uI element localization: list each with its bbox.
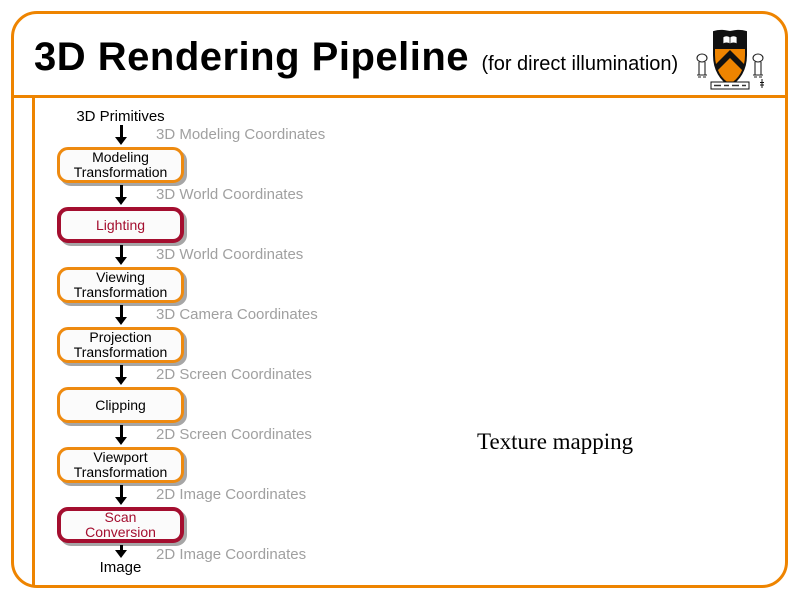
arrow-down-icon <box>115 137 127 145</box>
hash-mark <box>760 79 764 88</box>
left-accent-line <box>32 97 35 587</box>
tiger-supporter-left <box>696 53 708 78</box>
pipeline-source-label: 3D Primitives <box>76 108 165 125</box>
flow-arrow <box>115 185 127 205</box>
flow-arrow <box>115 485 127 505</box>
stage-box-scan-conversion: Scan Conversion <box>57 507 184 543</box>
page-title: 3D Rendering Pipeline <box>34 35 470 79</box>
coords-label: 3D World Coordinates <box>156 246 304 263</box>
flow-arrow <box>115 365 127 385</box>
stage-box-projection-transformation: Projection Transformation <box>57 327 184 363</box>
arrow-down-icon <box>115 377 127 385</box>
coords-label: 3D World Coordinates <box>156 186 304 203</box>
slide-header: 3D Rendering Pipeline (for direct illumi… <box>34 35 684 88</box>
arrow-down-icon <box>115 437 127 445</box>
coords-label: 2D Image Coordinates <box>156 486 307 503</box>
coords-label: 2D Screen Coordinates <box>156 426 312 443</box>
coords-label: 3D Camera Coordinates <box>156 306 318 323</box>
flow-arrow <box>115 125 127 145</box>
stage-box-lighting: Lighting <box>57 207 184 243</box>
stage-box-viewing-transformation: Viewing Transformation <box>57 267 184 303</box>
coords-label: 2D Image Coordinates <box>156 546 307 563</box>
coords-label: 2D Screen Coordinates <box>156 366 312 383</box>
flow-arrow <box>115 305 127 325</box>
arrow-down-icon <box>115 257 127 265</box>
texture-mapping-note: Texture mapping <box>477 429 634 454</box>
title-divider-line <box>12 95 788 98</box>
arrow-down-icon <box>115 550 127 558</box>
pipeline-sink-label: Image <box>99 559 142 576</box>
arrow-down-icon <box>115 197 127 205</box>
arrow-down-icon <box>115 317 127 325</box>
arrow-down-icon <box>115 497 127 505</box>
tiger-supporter-right <box>752 53 764 78</box>
flow-arrow <box>115 545 127 558</box>
shield-chevron <box>716 50 744 72</box>
stage-box-modeling-transformation: Modeling Transformation <box>57 147 184 183</box>
motto-ribbon <box>710 81 750 90</box>
stage-box-viewport-transformation: Viewport Transformation <box>57 447 184 483</box>
slide-border-frame <box>11 11 788 588</box>
flow-arrow <box>115 245 127 265</box>
stage-box-clipping: Clipping <box>57 387 184 423</box>
coords-label: 3D Modeling Coordinates <box>156 126 326 143</box>
page-subtitle: (for direct illumination) <box>481 53 679 75</box>
flow-arrow <box>115 425 127 445</box>
princeton-shield-logo <box>696 29 764 90</box>
